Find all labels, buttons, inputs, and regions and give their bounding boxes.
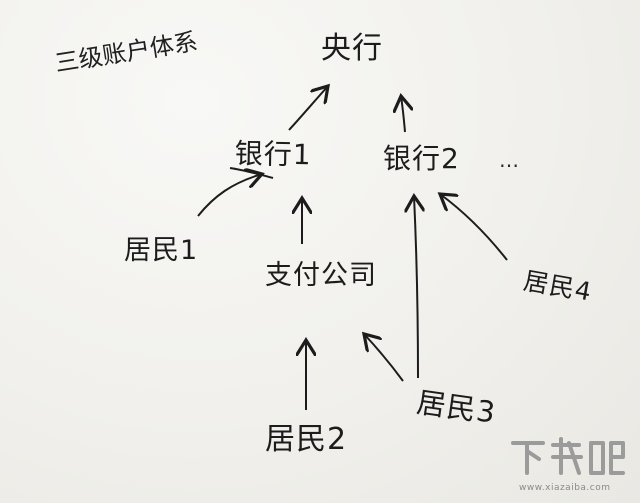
watermark-url: www.xiazaiba.com: [519, 483, 611, 493]
arrow-bank2-to-central-bank: [401, 96, 405, 133]
node-resident-2: 居民2: [265, 422, 348, 457]
arrow-resident3-to-payment-company: [364, 334, 404, 382]
arrow-resident3-to-bank2: [414, 196, 418, 379]
arrow-resident1-to-bank1: [197, 174, 262, 217]
ellipsis: …: [499, 148, 522, 172]
node-bank-2: 银行2: [383, 142, 460, 175]
node-resident-1: 居民1: [124, 235, 199, 266]
arrow-bank1-to-central-bank: [288, 86, 328, 131]
arrow-resident4-to-bank2: [440, 194, 508, 261]
node-payment-company: 支付公司: [265, 260, 377, 291]
watermark: www.xiazaiba.com: [505, 433, 630, 499]
xiazaiba-logo: [511, 437, 625, 475]
bank1-scribble: [229, 167, 274, 179]
node-central-bank: 央行: [321, 31, 383, 66]
node-bank-1: 银行1: [234, 137, 312, 172]
